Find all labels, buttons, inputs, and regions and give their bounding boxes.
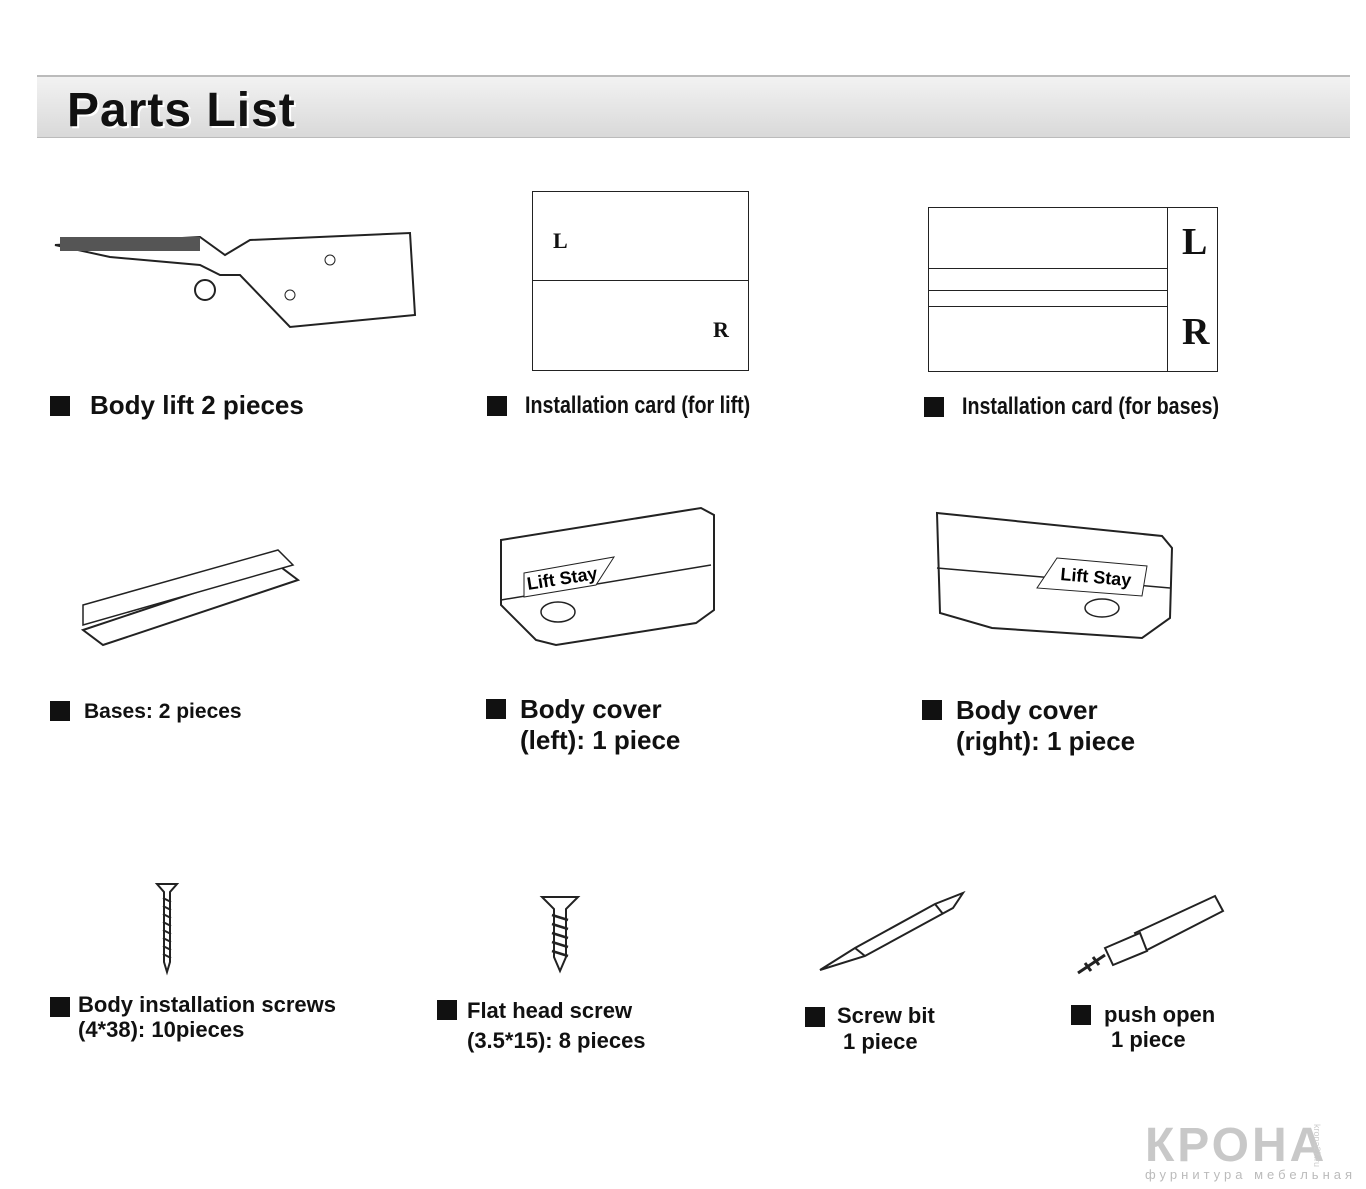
part-label-line1: Screw bit bbox=[837, 1003, 935, 1028]
body-cover-right-illustration: Lift Stay bbox=[935, 511, 1174, 640]
part-label-line1: Body cover bbox=[956, 695, 1098, 725]
part-label: Installation card (for lift) bbox=[525, 392, 751, 419]
part-label: Installation card (for bases) bbox=[962, 393, 1219, 420]
card-mark-right: R bbox=[713, 317, 729, 342]
body-screw-illustration bbox=[154, 883, 180, 976]
bullet-icon bbox=[50, 701, 70, 721]
screw-bit-illustration bbox=[819, 890, 966, 971]
installation-card-lift: L R bbox=[532, 191, 749, 371]
body-cover-left-illustration: Lift Stay bbox=[500, 506, 715, 647]
part-label-line2: (left): 1 piece bbox=[520, 725, 681, 756]
part-label-line2: (4*38): 10pieces bbox=[78, 1017, 245, 1043]
part-label-line2: 1 piece bbox=[843, 1029, 918, 1055]
part-label-line2: (3.5*15): 8 pieces bbox=[467, 1028, 646, 1054]
part-label: Body installation screws (4*38): 10piece… bbox=[78, 992, 336, 1043]
part-label: Body cover (right): 1 piece bbox=[956, 695, 1135, 757]
part-label-line1: Body installation screws bbox=[78, 992, 336, 1017]
watermark-site: krona27.ru bbox=[1312, 1124, 1322, 1168]
part-label-line2: 1 piece bbox=[1111, 1027, 1186, 1053]
part-label: Bases: 2 pieces bbox=[84, 700, 242, 723]
body-lift-illustration bbox=[54, 231, 417, 329]
bullet-icon bbox=[924, 397, 944, 417]
page-title: Parts List bbox=[67, 84, 296, 137]
header-bar: Parts List bbox=[37, 75, 1350, 138]
bullet-icon bbox=[922, 700, 942, 720]
card-mark-right: R bbox=[1182, 311, 1210, 353]
push-open-illustration bbox=[1077, 894, 1225, 975]
card-mark-left: L bbox=[1182, 221, 1208, 263]
part-label: push open 1 piece bbox=[1104, 1002, 1215, 1053]
flat-head-screw-illustration bbox=[539, 896, 581, 974]
bullet-icon bbox=[487, 396, 507, 416]
installation-card-bases: L R bbox=[928, 207, 1218, 372]
bullet-icon bbox=[437, 1000, 457, 1020]
bases-illustration bbox=[80, 549, 301, 647]
watermark-logo: КРОНА фурнитура мебельная bbox=[1145, 1118, 1356, 1182]
part-label-line2: (right): 1 piece bbox=[956, 726, 1136, 757]
bullet-icon bbox=[805, 1007, 825, 1027]
bullet-icon bbox=[50, 396, 70, 416]
part-label: Flat head screw (3.5*15): 8 pieces bbox=[467, 996, 646, 1057]
bullet-icon bbox=[486, 699, 506, 719]
part-label-line1: Flat head screw bbox=[467, 998, 633, 1023]
part-label: Body lift 2 pieces bbox=[90, 390, 304, 420]
bullet-icon bbox=[1071, 1005, 1091, 1025]
watermark-brand: КРОНА bbox=[1145, 1119, 1328, 1172]
part-label: Body cover (left): 1 piece bbox=[520, 694, 680, 756]
part-label-line1: push open bbox=[1104, 1002, 1216, 1027]
bullet-icon bbox=[50, 997, 70, 1017]
watermark-tagline: фурнитура мебельная bbox=[1145, 1167, 1357, 1182]
part-label-line1: Body cover bbox=[520, 694, 662, 724]
part-label: Screw bit 1 piece bbox=[837, 1003, 935, 1056]
card-mark-left: L bbox=[553, 228, 568, 253]
